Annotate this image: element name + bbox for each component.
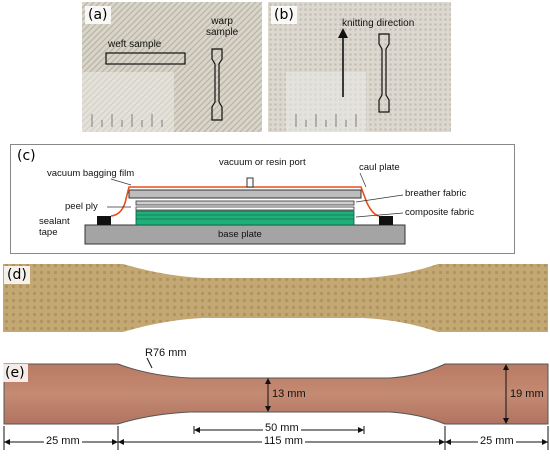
knitting-direction-label: knitting direction	[342, 18, 415, 29]
vacuum-film-label: vacuum bagging film	[47, 168, 135, 179]
wide-width-label: 19 mm	[510, 388, 544, 400]
vacuum-port	[246, 177, 254, 188]
panel-a-photo	[82, 2, 262, 132]
panel-e-tag: (e)	[2, 364, 28, 382]
sealant-tape-left	[97, 216, 111, 225]
panel-b: (b) knitting direction	[268, 2, 451, 132]
caul-plate-rect	[128, 189, 362, 199]
dogbone-specimen-d	[3, 264, 548, 332]
breather-fabric-rect	[135, 200, 355, 206]
knitting-direction-arrowhead	[338, 28, 348, 38]
base-plate-label: base plate	[218, 229, 262, 240]
panel-c: (c) vacuum or resin port vacuum bagging …	[10, 144, 515, 254]
panel-d-tag: (d)	[4, 266, 30, 284]
weft-sample-label: weft sample	[108, 39, 162, 50]
breather-fabric-label: breather fabric	[405, 188, 467, 199]
panel-c-tag: (c)	[14, 147, 39, 165]
radius-leader	[146, 357, 153, 369]
panel-a-tag: (a)	[85, 6, 111, 24]
panel-d: (d)	[3, 262, 548, 334]
sealant-tape-right	[379, 216, 393, 225]
left-grip-label: 25 mm	[44, 435, 82, 447]
panel-b-photo	[268, 2, 451, 132]
radius-label: R76 mm	[145, 347, 187, 359]
warp-sample-label: warp sample	[206, 16, 239, 38]
composite-fabric-label: composite fabric	[405, 207, 475, 218]
gauge-length-label: 50 mm	[263, 422, 301, 434]
peel-ply-rect	[135, 206, 355, 211]
panel-e: (e) R76 mm 13 mm 19 mm 50 mm 25 mm 115 m…	[0, 344, 550, 457]
right-grip-label: 25 mm	[478, 435, 516, 447]
panel-b-tag: (b)	[271, 6, 297, 24]
vacuum-bagging-film	[110, 186, 380, 217]
panel-a: (a) weft sample warp sample	[82, 2, 262, 132]
sealant-tape-label: sealant tape	[39, 216, 70, 238]
warp-sample-outline	[211, 48, 223, 121]
weft-sample-outline	[105, 52, 186, 65]
caul-plate-label: caul plate	[359, 162, 400, 173]
dogbone-specimen-e	[3, 363, 549, 425]
panel-d-photo	[3, 264, 548, 332]
knit-sample-outline	[378, 33, 390, 113]
composite-fabric-rect	[135, 210, 355, 226]
peel-ply-label: peel ply	[65, 201, 98, 212]
narrow-width-label: 13 mm	[272, 388, 306, 400]
vacuum-port-label: vacuum or resin port	[219, 157, 306, 168]
vacuum-bagging-diagram	[84, 172, 406, 245]
middle-length-label: 115 mm	[262, 435, 305, 447]
